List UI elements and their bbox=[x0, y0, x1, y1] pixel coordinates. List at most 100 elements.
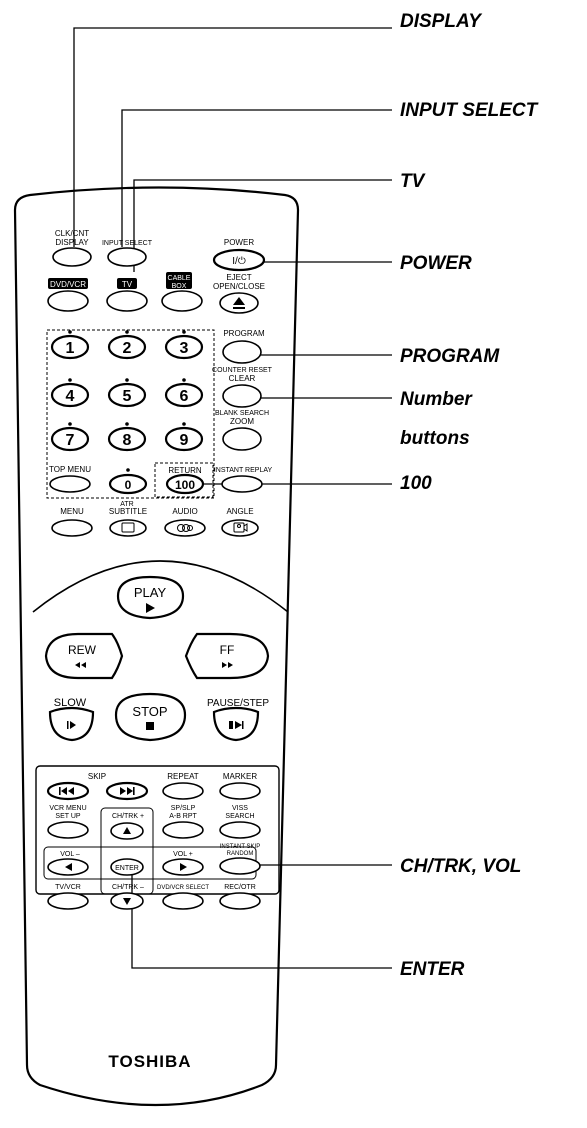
zoom-button[interactable] bbox=[222, 427, 262, 451]
play-button[interactable] bbox=[116, 575, 185, 620]
repeat-label: REPEAT bbox=[167, 772, 199, 781]
tv-vcr-button[interactable] bbox=[47, 892, 89, 910]
angle-button[interactable] bbox=[221, 519, 259, 537]
instant-replay-label: INSTANT REPLAY bbox=[214, 467, 273, 474]
vcr-menu-label: VCR MENU bbox=[49, 805, 86, 812]
audio-icon bbox=[177, 524, 193, 532]
callout-enter: ENTER bbox=[400, 959, 465, 980]
slow-label: SLOW bbox=[54, 697, 87, 709]
number-dot bbox=[182, 378, 186, 382]
menu-label: MENU bbox=[60, 507, 84, 516]
dvd-vcr-select-button[interactable] bbox=[162, 892, 204, 910]
tv-button[interactable] bbox=[106, 290, 148, 312]
number-label-8: 8 bbox=[123, 432, 132, 449]
eject-icon bbox=[233, 297, 245, 305]
cable-box-button[interactable] bbox=[161, 290, 203, 312]
ff-button[interactable] bbox=[184, 632, 270, 680]
repeat-button[interactable] bbox=[162, 782, 204, 800]
number-button-9[interactable] bbox=[164, 426, 204, 452]
rew-button[interactable] bbox=[44, 632, 124, 680]
skip-forward-icon bbox=[120, 787, 135, 795]
menu-button[interactable] bbox=[51, 519, 93, 537]
program-label: PROGRAM bbox=[223, 329, 265, 338]
input-select-label: INPUT SELECT bbox=[102, 240, 153, 247]
callout-number: Number bbox=[400, 389, 473, 410]
pause-step-label: PAUSE/STEP bbox=[207, 698, 269, 709]
subtitle-button[interactable] bbox=[109, 519, 147, 537]
vol-minus-label: VOL – bbox=[60, 851, 80, 858]
number-button-8[interactable] bbox=[107, 426, 147, 452]
number-button-4[interactable] bbox=[50, 382, 90, 408]
callout-ch-trk-vol: CH/TRK, VOL bbox=[400, 856, 521, 877]
zero-button[interactable] bbox=[108, 473, 148, 495]
ab-repeat-button[interactable] bbox=[162, 821, 204, 839]
sp-slp-label: SP/SLP bbox=[171, 805, 196, 812]
return-label: RETURN bbox=[168, 466, 202, 475]
dvd-vcr-label: DVD/VCR bbox=[50, 280, 86, 289]
open-close-label: OPEN/CLOSE bbox=[213, 282, 265, 291]
display-button[interactable] bbox=[52, 247, 92, 267]
vol-plus-label: VOL + bbox=[173, 851, 193, 858]
remote-body bbox=[13, 186, 300, 1107]
play-label: PLAY bbox=[134, 585, 167, 600]
input-select-button[interactable] bbox=[107, 247, 147, 267]
ch-trk-plus-label: CH/TRK + bbox=[112, 813, 144, 820]
number-button-1[interactable] bbox=[50, 334, 90, 360]
ff-label: FF bbox=[220, 643, 235, 657]
random-button[interactable] bbox=[219, 857, 261, 875]
clk-cnt-label: CLK/CNT bbox=[55, 229, 89, 238]
power-button[interactable] bbox=[212, 248, 266, 272]
number-dot bbox=[125, 330, 129, 334]
top-menu-button[interactable] bbox=[49, 475, 91, 493]
number-button-2[interactable] bbox=[107, 334, 147, 360]
number-label-1: 1 bbox=[66, 340, 75, 357]
number-button-5[interactable] bbox=[107, 382, 147, 408]
box-label: BOX bbox=[172, 283, 187, 290]
setup-button[interactable] bbox=[47, 821, 89, 839]
rec-otr-label: REC/OTR bbox=[224, 884, 256, 891]
callout-buttons: buttons bbox=[400, 428, 470, 449]
number-pad-frame bbox=[46, 329, 215, 499]
set-up-label: SET UP bbox=[55, 813, 80, 820]
number-dot bbox=[182, 422, 186, 426]
play-icon bbox=[146, 603, 155, 613]
stop-icon bbox=[146, 722, 154, 730]
number-label-3: 3 bbox=[180, 340, 189, 357]
slow-icon bbox=[67, 721, 76, 729]
tv-vcr-label: TV/VCR bbox=[55, 884, 81, 891]
ch-trk-minus-label: CH/TRK – bbox=[112, 884, 144, 891]
stop-button[interactable] bbox=[114, 692, 187, 742]
number-dot bbox=[68, 330, 72, 334]
dvd-vcr-button[interactable] bbox=[47, 290, 89, 312]
cable-label: CABLE bbox=[168, 275, 191, 282]
marker-button[interactable] bbox=[219, 782, 261, 800]
eject-label: EJECT bbox=[226, 273, 251, 282]
number-label-5: 5 bbox=[123, 388, 132, 405]
instant-replay-button[interactable] bbox=[221, 475, 263, 493]
number-button-6[interactable] bbox=[164, 382, 204, 408]
number-label-6: 6 bbox=[180, 388, 189, 405]
program-button[interactable] bbox=[222, 340, 262, 364]
tv-label: TV bbox=[122, 280, 133, 289]
hundred-button[interactable] bbox=[165, 473, 205, 495]
display-label: DISPLAY bbox=[55, 238, 89, 247]
number-dot bbox=[68, 378, 72, 382]
rew-icon bbox=[75, 662, 86, 668]
enter-button[interactable] bbox=[110, 858, 144, 876]
number-dot bbox=[182, 330, 186, 334]
callout-lines bbox=[73, 27, 392, 969]
enter-label: ENTER bbox=[115, 865, 139, 872]
top-menu-label: TOP MENU bbox=[49, 465, 91, 474]
search-button[interactable] bbox=[219, 821, 261, 839]
number-button-7[interactable] bbox=[50, 426, 90, 452]
skip-label: SKIP bbox=[88, 772, 106, 781]
power-label: POWER bbox=[224, 238, 254, 247]
rec-otr-button[interactable] bbox=[219, 892, 261, 910]
number-button-3[interactable] bbox=[164, 334, 204, 360]
clear-button[interactable] bbox=[222, 384, 262, 408]
subtitle-icon bbox=[121, 522, 135, 533]
zero-label: 0 bbox=[125, 478, 132, 492]
cable-box-badge bbox=[166, 272, 192, 289]
